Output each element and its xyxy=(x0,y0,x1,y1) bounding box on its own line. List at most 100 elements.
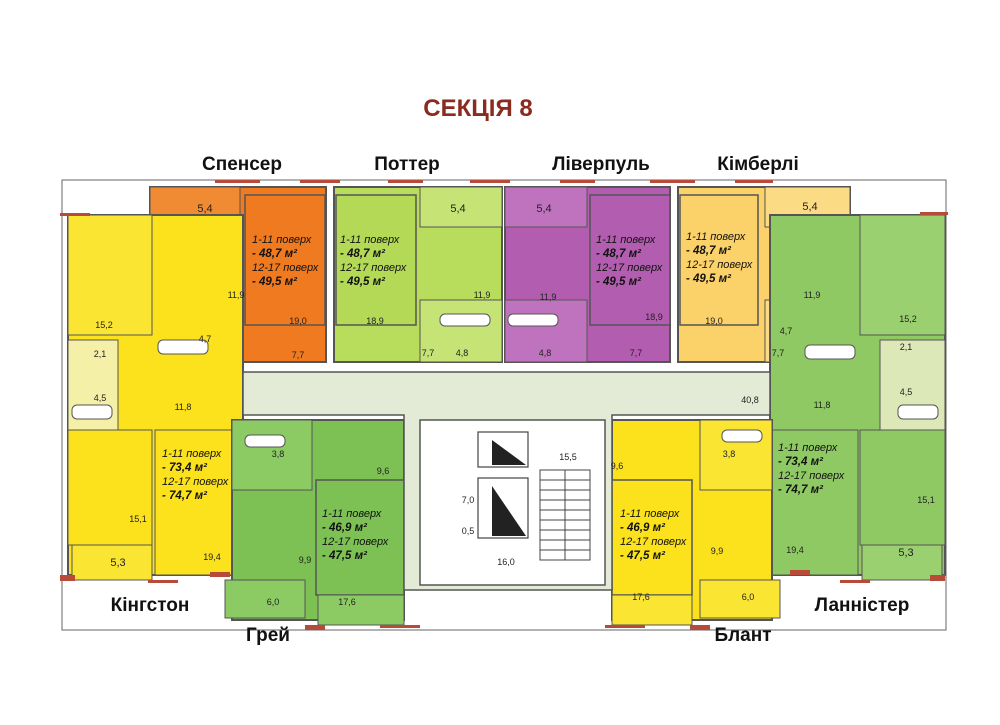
svg-text:11,9: 11,9 xyxy=(474,290,491,300)
svg-text:2,1: 2,1 xyxy=(900,342,913,352)
room-areas-grey: 3,8 9,6 9,9 6,0 17,6 xyxy=(267,449,390,607)
svg-text:18,9: 18,9 xyxy=(366,316,384,326)
svg-text:- 46,9 м²: - 46,9 м² xyxy=(620,522,666,534)
info-blunt: 1-11 поверх - 46,9 м² 12-17 поверх - 47,… xyxy=(620,508,687,562)
svg-text:4,5: 4,5 xyxy=(94,393,107,403)
svg-text:6,0: 6,0 xyxy=(267,597,280,607)
svg-text:5,3: 5,3 xyxy=(898,547,913,559)
svg-text:- 74,7 м²: - 74,7 м² xyxy=(162,490,208,502)
apartment-kingston[interactable] xyxy=(67,214,244,581)
svg-text:19,0: 19,0 xyxy=(705,316,723,326)
svg-text:- 46,9 м²: - 46,9 м² xyxy=(322,522,368,534)
apartment-name-kimberli: Кімберлі xyxy=(717,154,798,175)
info-grey: 1-11 поверх - 46,9 м² 12-17 поверх - 47,… xyxy=(322,508,389,562)
svg-text:- 73,4 м²: - 73,4 м² xyxy=(162,462,208,474)
svg-text:1-11 поверх: 1-11 поверх xyxy=(162,448,222,460)
svg-text:- 49,5 м²: - 49,5 м² xyxy=(596,276,642,288)
svg-text:15,1: 15,1 xyxy=(129,514,147,524)
svg-text:15,1: 15,1 xyxy=(917,495,935,505)
room-areas-potter: 5,4 11,9 18,9 7,7 4,8 xyxy=(366,203,490,358)
apartment-blunt[interactable] xyxy=(611,419,781,626)
svg-text:5,3: 5,3 xyxy=(110,557,125,569)
svg-text:1-11 поверх: 1-11 поверх xyxy=(620,508,680,520)
room-areas-lannister: 15,2 2,1 4,5 11,8 15,1 5,3 19,4 xyxy=(786,314,935,559)
svg-text:12-17 поверх: 12-17 поверх xyxy=(620,536,687,548)
svg-text:12-17 поверх: 12-17 поверх xyxy=(340,262,407,274)
svg-text:- 48,7 м²: - 48,7 м² xyxy=(340,248,386,260)
svg-text:15,2: 15,2 xyxy=(899,314,917,324)
svg-text:7,7: 7,7 xyxy=(772,348,785,358)
svg-text:7,7: 7,7 xyxy=(630,348,643,358)
svg-text:17,6: 17,6 xyxy=(338,597,356,607)
svg-text:11,8: 11,8 xyxy=(175,402,192,412)
apartment-name-kingston: Кінгстон xyxy=(111,595,190,616)
svg-text:1-11 поверх: 1-11 поверх xyxy=(596,234,656,246)
svg-text:2,1: 2,1 xyxy=(94,349,107,359)
svg-text:4,5: 4,5 xyxy=(900,387,913,397)
svg-text:11,9: 11,9 xyxy=(228,290,245,300)
apartment-name-grey: Грей xyxy=(246,625,290,646)
svg-text:9,9: 9,9 xyxy=(711,546,724,556)
svg-text:- 73,4 м²: - 73,4 м² xyxy=(778,456,824,468)
svg-text:0,5: 0,5 xyxy=(462,526,475,536)
svg-text:16,0: 16,0 xyxy=(497,557,515,567)
svg-text:7,7: 7,7 xyxy=(422,348,435,358)
section-title: СЕКЦІЯ 8 xyxy=(423,95,532,122)
window-accents xyxy=(60,180,948,630)
svg-text:1-11 поверх: 1-11 поверх xyxy=(686,231,746,243)
svg-text:6,0: 6,0 xyxy=(742,592,755,602)
svg-text:19,0: 19,0 xyxy=(289,316,307,326)
svg-text:11,9: 11,9 xyxy=(804,290,821,300)
svg-text:3,8: 3,8 xyxy=(723,449,736,459)
svg-text:- 47,5 м²: - 47,5 м² xyxy=(322,550,368,562)
room-areas-liverpool: 5,4 11,9 18,9 7,7 4,8 xyxy=(536,203,662,358)
svg-text:5,4: 5,4 xyxy=(536,203,551,215)
info-spenser: 1-11 поверх - 48,7 м² 12-17 поверх - 49,… xyxy=(252,234,319,288)
svg-text:11,9: 11,9 xyxy=(540,292,557,302)
svg-text:11,8: 11,8 xyxy=(814,400,831,410)
svg-text:- 74,7 м²: - 74,7 м² xyxy=(778,484,824,496)
svg-text:12-17 поверх: 12-17 поверх xyxy=(686,259,753,271)
svg-text:1-11 поверх: 1-11 поверх xyxy=(778,442,838,454)
apartment-grey[interactable] xyxy=(224,419,405,626)
info-liverpool: 1-11 поверх - 48,7 м² 12-17 поверх - 49,… xyxy=(596,234,663,288)
apartment-liverpool[interactable] xyxy=(504,186,671,363)
svg-text:1-11 поверх: 1-11 поверх xyxy=(340,234,400,246)
svg-text:12-17 поверх: 12-17 поверх xyxy=(252,262,319,274)
svg-text:4,7: 4,7 xyxy=(199,334,212,344)
info-potter: 1-11 поверх - 48,7 м² 12-17 поверх - 49,… xyxy=(340,234,407,288)
apartment-name-blunt: Блант xyxy=(714,625,771,646)
room-areas-spenser: 5,4 11,9 4,7 19,0 7,7 xyxy=(197,203,306,360)
apartment-lannister[interactable] xyxy=(769,214,946,581)
info-kimberli: 1-11 поверх - 48,7 м² 12-17 поверх - 49,… xyxy=(686,231,753,285)
svg-text:- 49,5 м²: - 49,5 м² xyxy=(340,276,386,288)
svg-text:- 47,5 м²: - 47,5 м² xyxy=(620,550,666,562)
info-lannister: 1-11 поверх - 73,4 м² 12-17 поверх - 74,… xyxy=(778,442,845,496)
svg-text:1-11 поверх: 1-11 поверх xyxy=(252,234,312,246)
svg-text:5,4: 5,4 xyxy=(802,201,817,213)
svg-text:12-17 поверх: 12-17 поверх xyxy=(162,476,229,488)
apartment-potter[interactable] xyxy=(333,186,503,363)
svg-text:12-17 поверх: 12-17 поверх xyxy=(778,470,845,482)
svg-text:4,7: 4,7 xyxy=(780,326,793,336)
svg-text:12-17 поверх: 12-17 поверх xyxy=(596,262,663,274)
svg-text:- 49,5 м²: - 49,5 м² xyxy=(686,273,732,285)
svg-text:4,8: 4,8 xyxy=(456,348,469,358)
svg-text:9,6: 9,6 xyxy=(611,461,624,471)
room-areas-common: 40,8 7,0 0,5 15,5 16,0 xyxy=(462,395,759,567)
svg-text:40,8: 40,8 xyxy=(741,395,759,405)
room-areas-kimberli: 5,4 11,9 19,0 7,7 4,7 xyxy=(705,201,820,358)
common-area xyxy=(242,371,771,591)
svg-text:5,4: 5,4 xyxy=(450,203,465,215)
svg-text:7,0: 7,0 xyxy=(462,495,475,505)
svg-text:- 48,7 м²: - 48,7 м² xyxy=(596,248,642,260)
svg-text:12-17 поверх: 12-17 поверх xyxy=(322,536,389,548)
info-kingston: 1-11 поверх - 73,4 м² 12-17 поверх - 74,… xyxy=(162,448,229,502)
apartment-name-potter: Поттер xyxy=(374,154,440,175)
svg-text:- 49,5 м²: - 49,5 м² xyxy=(252,276,298,288)
svg-text:15,2: 15,2 xyxy=(95,320,113,330)
svg-text:4,8: 4,8 xyxy=(539,348,552,358)
svg-text:17,6: 17,6 xyxy=(632,592,650,602)
